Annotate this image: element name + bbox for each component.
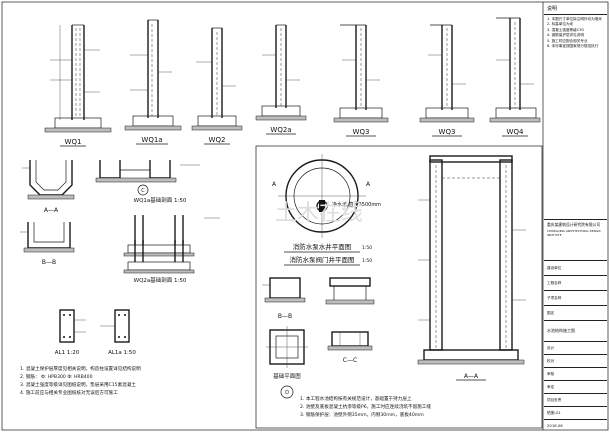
tb-row: 审定 [544,381,607,394]
section-small-cc: C—C [327,331,373,364]
label-tank-a-a: A—A [464,373,479,380]
foundation-plan: 基础平面图 D [266,326,308,399]
label-b-b: B—B [42,259,56,266]
tank-section-a-left: A [272,181,277,188]
tb-row: 图名 [544,306,607,321]
note-bottom-3: 3. 钢筋保护层：池壁外侧35mm，内侧30mm，底板40mm [300,411,424,418]
tb-note-5: 5. 施工时应配合相关专业 [547,38,588,43]
watermark: 土木在线 [275,201,363,226]
wall-section-wq4: WQ4 [489,17,541,137]
detail-c: C [95,160,200,196]
label-d: D [285,390,289,396]
label-wq2: WQ2 [209,136,226,144]
wall-section-wq3b: WQ3 [419,24,475,137]
label-foundation-plan: 基础平面图 [273,372,301,380]
label-wq1: WQ1 [65,138,82,146]
note-bottom-2: 2. 池壁及底板混凝土抗渗等级P6，施工时应连续浇筑不留施工缝 [300,403,431,410]
tank-diameter: 净水池,直径3500mm [332,201,381,208]
tank-title-2: 消防水泵阀门井平面图 [290,255,355,264]
label-wq3b: WQ3 [439,128,456,136]
section-small-bb: B—B [262,277,306,320]
tank-title-1: 消防水泵水井平面图 [293,242,352,251]
wall-section-wq2a: WQ2a [255,24,307,135]
tb-sheet-no: 结施-01 [544,407,607,420]
label-a-a: A—A [44,207,59,214]
label-wq1a: WQ1a [141,136,162,144]
title-block: 说明 1. 本图尺寸单位除注明外均为毫米 2. 标高单位为米 3. 混凝土强度等… [544,3,607,429]
tank-title-2-scale: 1:50 [362,258,372,264]
wall-section-wq1: WQ1 [44,24,112,147]
label-c: C [141,188,145,194]
tb-row: 项目负责 [544,394,607,407]
tank-plan: A A 净水池,直径3500mm 消防水泵水井平面图 1:50 消防水泵阀门井平… [272,154,381,266]
company-name: 重庆某建筑设计研究院有限公司 [547,222,601,227]
label-section-cc: C—C [343,357,357,364]
wall-section-wq1a: WQ1a [124,19,182,145]
title-block-rows: 建设单位 工程名称 子项名称 图名 水池结构施工图 设计 校对 审核 审定 项目… [544,261,607,432]
tb-row: 子项名称 [544,291,607,306]
tank-section-a-right: A [366,181,371,188]
tb-drawing-title: 水池结构施工图 [544,321,607,342]
tank-frame [255,145,543,429]
tb-note-3: 3. 混凝土强度等级C30 [547,27,584,32]
wall-section-wq3: WQ3 [333,24,389,137]
company-name-en: CHONGQING ARCHITECTURAL DESIGN INSTITUTE [547,229,601,237]
tb-note-4: 4. 钢筋保护层详见说明 [547,33,584,38]
title-block-header: 说明 [544,3,607,15]
title-block-notes: 1. 本图尺寸单位除注明外均为毫米 2. 标高单位为米 3. 混凝土强度等级C3… [544,15,607,220]
note-left-3: 3. 混凝土强度等级详见图纸说明，垫层采用C15素混凝土 [20,381,136,388]
label-wq1a-foundation: WQ1a基础剖面 1:50 [134,196,187,204]
label-wq2a: WQ2a [270,126,291,134]
detail-a-a: A—A [22,160,75,214]
detail-wq1a-foundation: WQ1a基础剖面 1:50 [123,196,220,257]
tb-row: 设计 [544,342,607,355]
wall-section-wq2: WQ2 [191,27,243,145]
notes-left: 1. 混凝土保护层厚度见相关说明，构造柱设置详见结构说明 2. 钢筋： Φ: H… [20,365,141,396]
tb-row: 建设单位 [544,261,607,276]
tb-note-2: 2. 标高单位为米 [547,22,574,27]
note-bottom-1: 1. 本工程水池结构按有关规范设计，基础置于持力层上 [300,395,412,402]
section-small-right [325,277,375,305]
label-al1a: AL1a 1:50 [108,350,136,356]
detail-al1: AL1 1:20 [55,309,86,356]
notes-bottom: 1. 本工程水池结构按有关规范设计，基础置于持力层上 2. 池壁及底板混凝土抗渗… [300,395,431,418]
note-left-2: 2. 钢筋： Φ: HPB300 Φ: HRB400 [20,373,93,380]
tank-title-1-scale: 1:50 [362,245,372,251]
detail-al1a: AL1a 1:50 [100,309,136,356]
label-wq3: WQ3 [353,128,370,136]
label-wq2a-foundation: WQ2a基础剖面 1:50 [134,276,187,284]
detail-b-b: B—B [20,222,75,266]
tb-note-1: 1. 本图尺寸单位除注明外均为毫米 [547,17,602,21]
label-al1: AL1 1:20 [55,350,80,356]
tank-section-a-a: A—A [417,155,526,381]
note-left-4: 4. 施工前应与相关专业图纸核对无误后方可施工 [20,389,118,396]
tb-row: 校对 [544,355,607,368]
tb-row: 审核 [544,368,607,381]
detail-wq2a-foundation: WQ2a基础剖面 1:50 [123,240,195,284]
tb-row: 工程名称 [544,276,607,291]
title-block-company: 重庆某建筑设计研究院有限公司 CHONGQING ARCHITECTURAL D… [544,220,607,261]
tb-note-6: 6. 未尽事宜按国家现行规范执行 [547,44,599,49]
label-section-bb: B—B [278,313,292,320]
label-wq4: WQ4 [507,128,524,136]
tb-date: 2018.06 [547,423,563,428]
note-left-1: 1. 混凝土保护层厚度见相关说明，构造柱设置详见结构说明 [20,365,141,372]
